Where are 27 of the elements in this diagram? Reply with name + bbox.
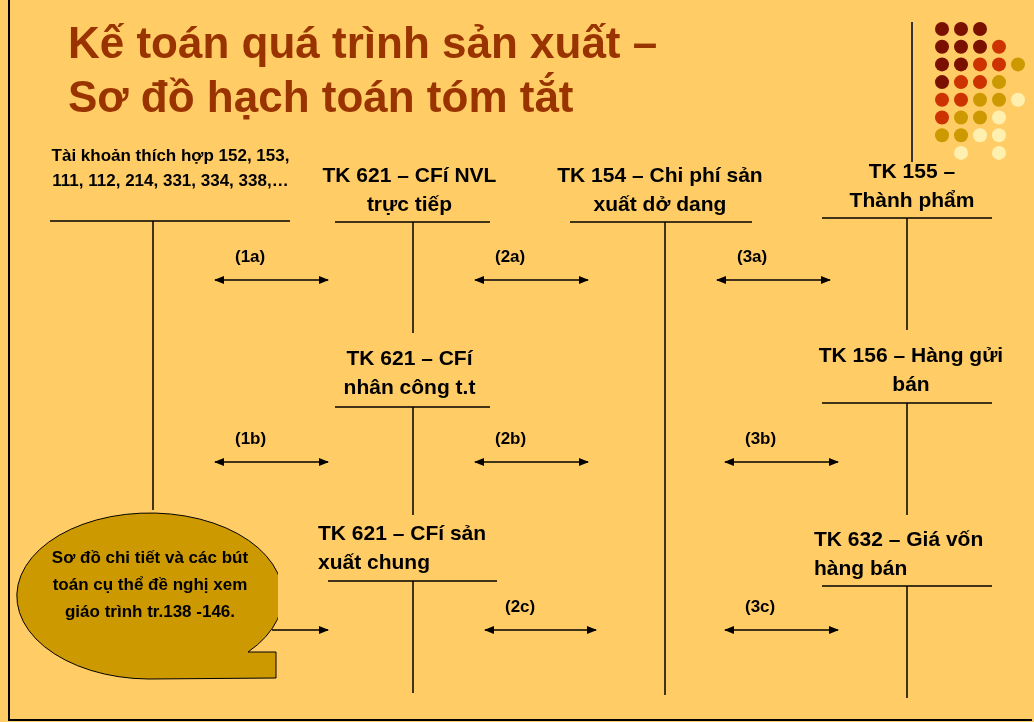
account-title: TK 621 – CFí sản xuất chung <box>318 520 488 575</box>
edge-label: (2b) <box>495 428 527 450</box>
account-title: TK 632 – Giá vốn hàng bán <box>814 526 985 581</box>
edge-label: (3b) <box>745 428 777 450</box>
account-title: Tài khoản thích hợp 152, 153, 111, 112, 214, 331, 334, 338,… <box>50 145 291 192</box>
arrow <box>271 625 330 635</box>
arrow <box>723 625 840 635</box>
edge-label: (3c) <box>745 596 776 618</box>
edge-label: (3a) <box>737 246 768 268</box>
account-title: TK 154 – Chi phí sản xuất dở dang <box>556 162 764 217</box>
account-title: TK 621 – CFí nhân công t.t <box>342 345 477 400</box>
edge-label: (1b) <box>235 428 267 450</box>
account-title: TK 155 – Thành phẩm <box>848 158 976 213</box>
arrow <box>723 457 840 467</box>
edge-label: (1a) <box>235 246 266 268</box>
account-title: TK 156 – Hàng gửi bán <box>818 342 1004 397</box>
arrow <box>715 275 832 285</box>
edge-label: (2a) <box>495 246 526 268</box>
note-text: Sơ đồ chi tiết và các bút toán cụ thể đề nghị xem giáo trình tr.138 -146. <box>50 547 250 623</box>
arrow <box>483 625 598 635</box>
arrow <box>473 275 590 285</box>
slide-title: Kế toán quá trình sản xuất – Sơ đồ hạch toán tóm tắt <box>68 17 659 123</box>
edge-label: (2c) <box>505 596 536 618</box>
arrow <box>473 457 590 467</box>
account-title: TK 621 – CFí NVL trực tiếp <box>322 162 497 217</box>
arrow <box>213 275 330 285</box>
arrow <box>213 457 330 467</box>
